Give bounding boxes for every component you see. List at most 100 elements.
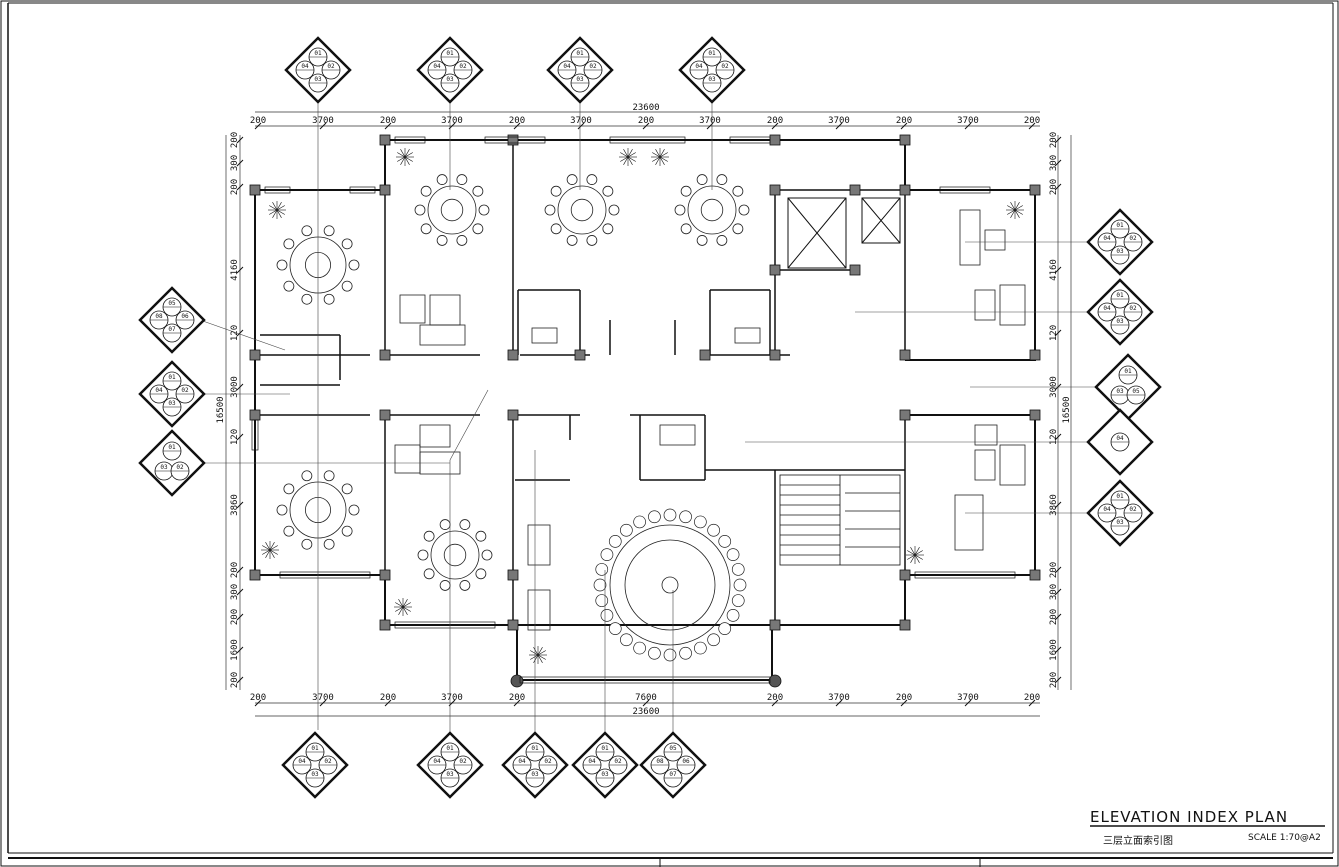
index-number: 01 <box>1124 368 1132 375</box>
index-number: 02 <box>459 758 467 765</box>
dim-right-total: 16500 <box>1062 396 1072 423</box>
index-number: 03 <box>576 76 584 83</box>
dim-bottom-6: 200 <box>767 693 783 703</box>
elevators <box>787 197 901 269</box>
dim-bottom-2: 200 <box>380 693 396 703</box>
index-number: 03 <box>1116 318 1124 325</box>
dim-top-1: 3700 <box>312 116 334 126</box>
dim-right-12: 200 <box>1049 672 1059 688</box>
index-number: 01 <box>1116 222 1124 229</box>
index-number: 05 <box>669 745 677 752</box>
index-number: 08 <box>656 758 664 765</box>
index-number: 01 <box>311 745 319 752</box>
dim-bottom-10: 200 <box>1024 693 1040 703</box>
index-number: 03 <box>531 771 539 778</box>
dim-overall-top: 23600 <box>632 103 659 113</box>
dim-right-0: 200 <box>1049 132 1059 148</box>
index-number: 07 <box>669 771 677 778</box>
dim-right-1: 300 <box>1049 155 1059 171</box>
index-number: 02 <box>721 63 729 70</box>
index-number: 04 <box>301 63 309 70</box>
dim-bottom-3: 3700 <box>441 693 463 703</box>
index-number: 02 <box>176 464 184 471</box>
index-number: 04 <box>563 63 571 70</box>
dim-bottom-5: 7600 <box>635 693 657 703</box>
index-number: 03 <box>1116 388 1124 395</box>
index-number: 04 <box>155 387 163 394</box>
dimension-ticks <box>236 122 1062 707</box>
dim-top-8: 200 <box>767 116 783 126</box>
dim-top-2: 200 <box>380 116 396 126</box>
index-number: 02 <box>1129 506 1137 513</box>
dim-left-total: 16500 <box>216 396 226 423</box>
index-number: 04 <box>1103 506 1111 513</box>
index-number: 08 <box>155 313 163 320</box>
dim-left-7: 3860 <box>230 494 240 516</box>
structural-columns <box>249 134 1041 688</box>
index-number: 05 <box>1132 388 1140 395</box>
dim-right-6: 120 <box>1049 429 1059 445</box>
dim-left-10: 200 <box>230 609 240 625</box>
index-number: 01 <box>1116 292 1124 299</box>
index-number: 03 <box>601 771 609 778</box>
dining-tables <box>276 174 750 591</box>
staircase <box>779 474 901 566</box>
dim-left-2: 200 <box>230 179 240 195</box>
index-leader-lines <box>199 100 1100 735</box>
index-number: 01 <box>576 50 584 57</box>
index-number: 03 <box>1116 248 1124 255</box>
index-number: 04 <box>1116 435 1124 442</box>
lounge-furniture <box>394 209 1026 631</box>
dim-right-9: 300 <box>1049 584 1059 600</box>
index-number: 04 <box>298 758 306 765</box>
index-number: 03 <box>311 771 319 778</box>
dimension-lines <box>225 111 1072 717</box>
index-number: 01 <box>446 50 454 57</box>
index-number: 01 <box>446 745 454 752</box>
dim-bottom-8: 200 <box>896 693 912 703</box>
dim-top-5: 3700 <box>570 116 592 126</box>
index-number: 03 <box>446 771 454 778</box>
index-number: 07 <box>168 326 176 333</box>
dim-right-2: 200 <box>1049 179 1059 195</box>
index-number: 03 <box>168 400 176 407</box>
dim-left-3: 4160 <box>230 259 240 281</box>
dim-right-8: 200 <box>1049 562 1059 578</box>
index-number: 02 <box>544 758 552 765</box>
index-number: 03 <box>446 76 454 83</box>
banquet-chairs <box>593 508 747 662</box>
dim-top-11: 3700 <box>957 116 979 126</box>
dim-left-9: 300 <box>230 584 240 600</box>
index-number: 02 <box>614 758 622 765</box>
index-number: 02 <box>181 387 189 394</box>
dim-left-12: 200 <box>230 672 240 688</box>
dim-top-9: 3700 <box>828 116 850 126</box>
index-number: 02 <box>1129 235 1137 242</box>
dim-overall-bottom: 23600 <box>632 707 659 717</box>
dim-left-1: 300 <box>230 155 240 171</box>
dim-right-11: 1600 <box>1049 639 1059 661</box>
dim-right-4: 120 <box>1049 325 1059 341</box>
dim-left-8: 200 <box>230 562 240 578</box>
dim-top-4: 200 <box>509 116 525 126</box>
dim-right-10: 200 <box>1049 609 1059 625</box>
index-number: 02 <box>324 758 332 765</box>
index-number: 02 <box>459 63 467 70</box>
dim-top-3: 3700 <box>441 116 463 126</box>
index-number: 01 <box>314 50 322 57</box>
index-number: 06 <box>181 313 189 320</box>
index-number: 03 <box>1116 519 1124 526</box>
dim-bottom-4: 200 <box>509 693 525 703</box>
dim-top-7: 3700 <box>699 116 721 126</box>
